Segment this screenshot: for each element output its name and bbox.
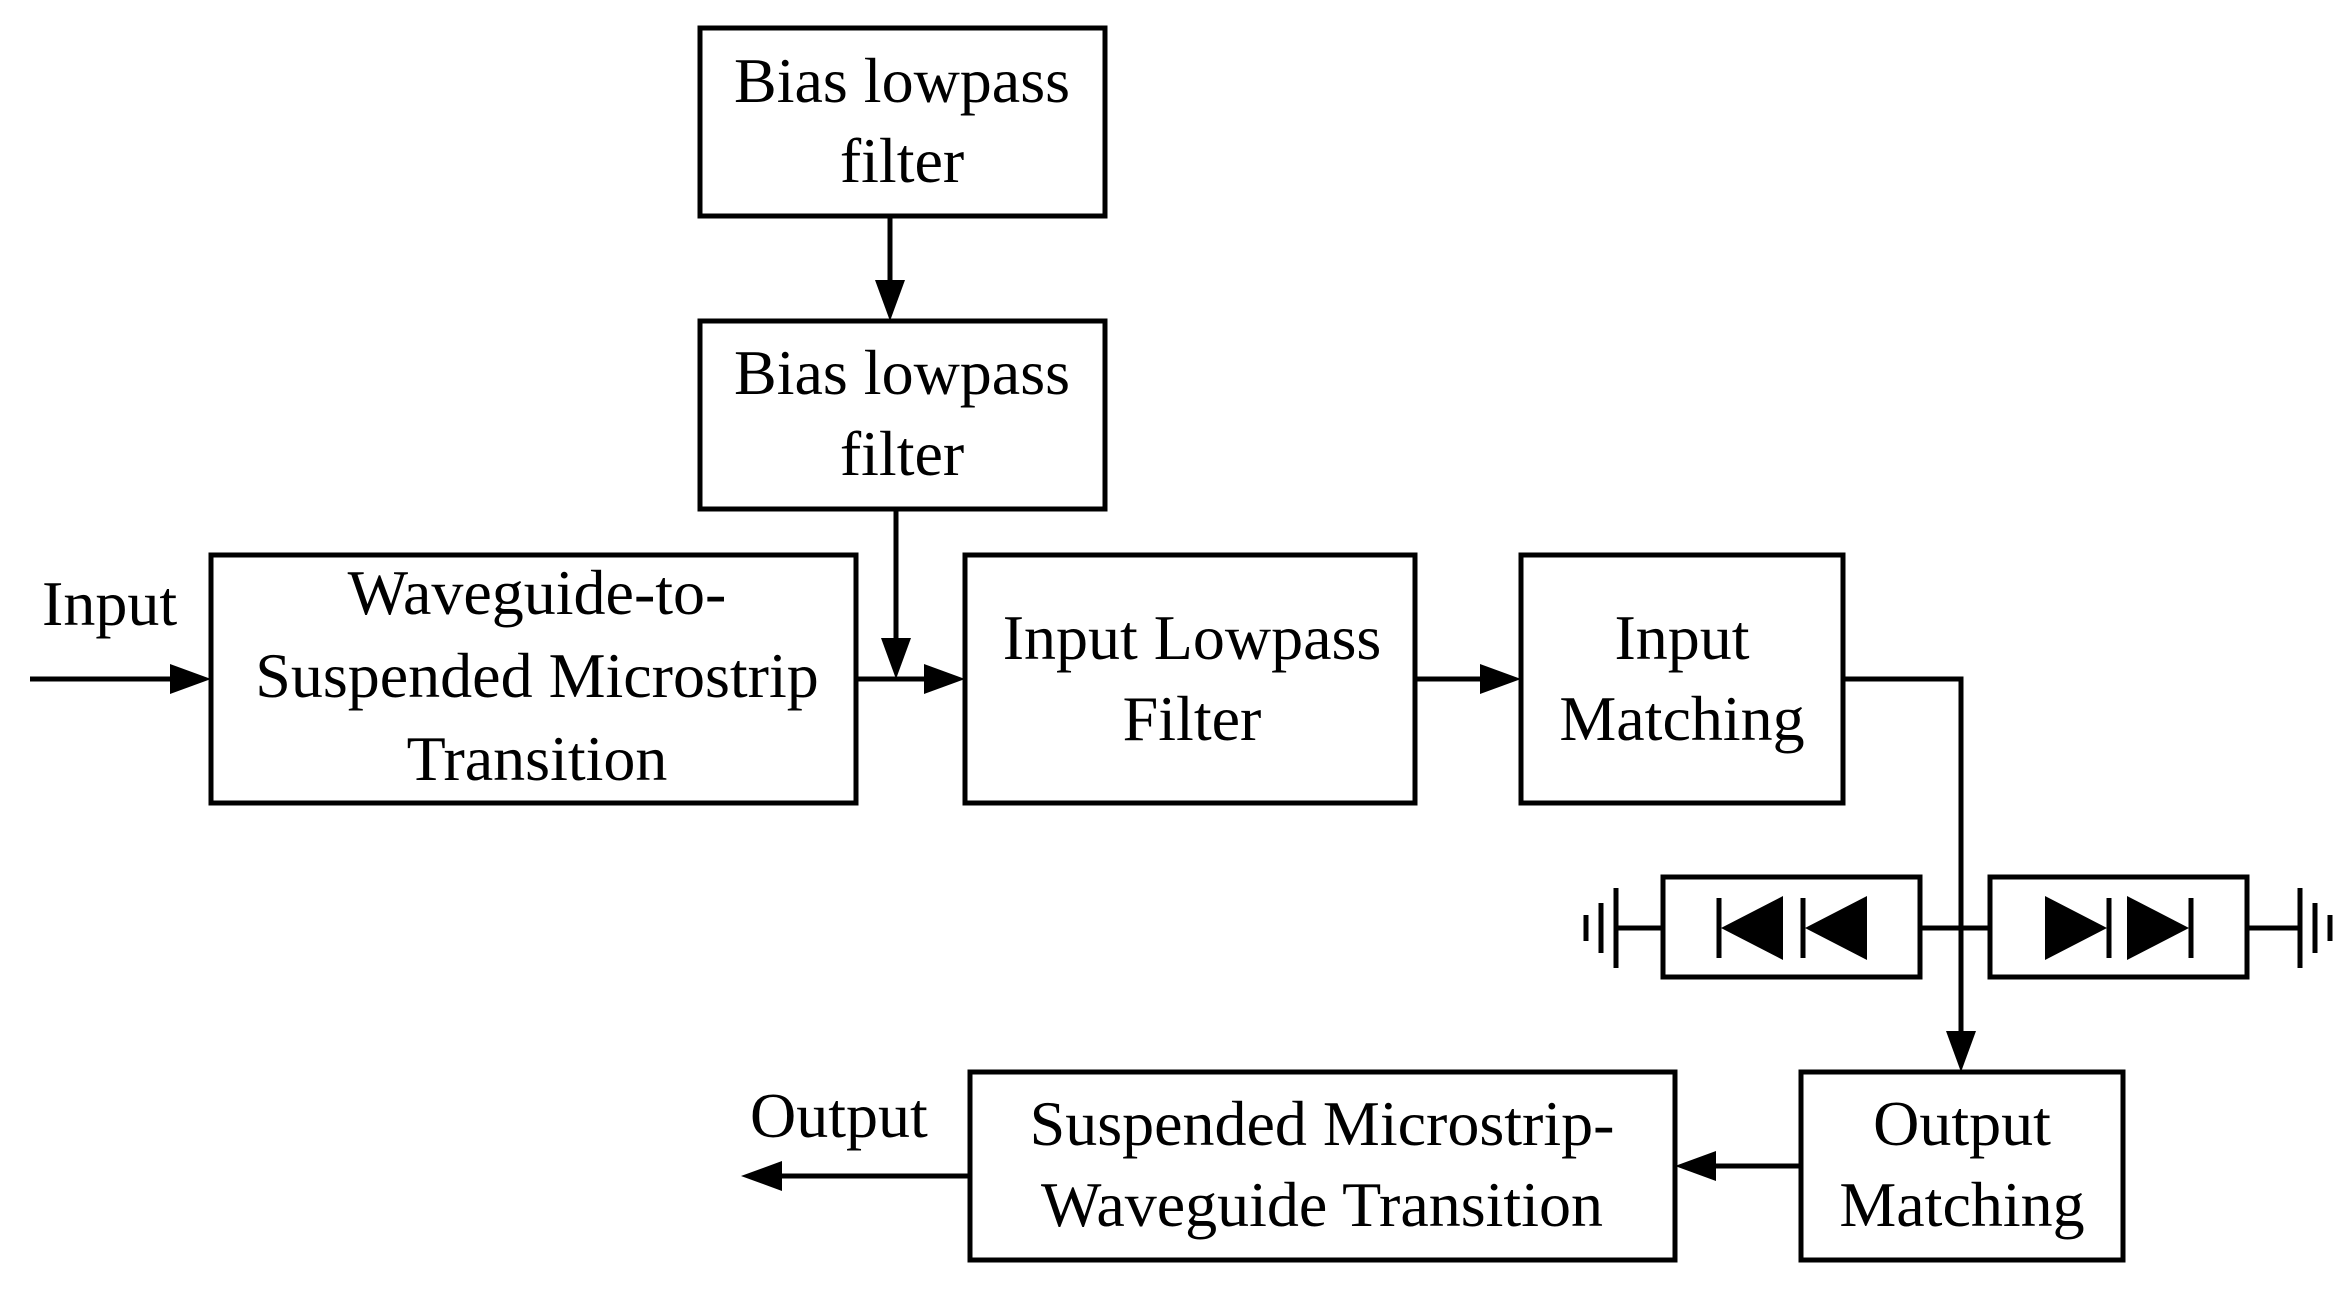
waveguide-transition-line-2: Suspended Microstrip [255,640,819,711]
diode-icon [2045,896,2112,960]
bias-lowpass-filter-top-block: Bias lowpass filter [697,25,1108,219]
bias-filter-bottom-line-2: filter [840,418,964,489]
diode-icon [2127,896,2194,960]
output-matching-line-2: Matching [1839,1169,2084,1240]
bias-filter-top-line-1: Bias lowpass [734,45,1070,116]
bias-to-bias-arrow [875,216,905,321]
bias-lowpass-filter-bottom-block: Bias lowpass filter [697,318,1108,512]
output-transition-line-2: Waveguide Transition [1041,1169,1603,1240]
input-matching-block: Input Matching [1518,552,1846,806]
output-arrow [741,1161,970,1191]
input-lowpass-filter-block: Input Lowpass Filter [962,552,1418,806]
input-port-label: Input [42,568,177,639]
diode-icon [1716,896,1783,960]
input-arrow [30,664,211,694]
bias-filter-top-line-2: filter [840,125,964,196]
matching-to-output-matching-arrow [1843,676,1976,1072]
right-antiparallel-diode-pair [1987,874,2250,980]
waveguide-transition-line-3: Transition [407,723,668,794]
input-matching-line-1: Input [1614,602,1749,673]
output-port-label: Output [750,1080,928,1151]
diode-icon [1800,896,1867,960]
bias-filter-bottom-line-1: Bias lowpass [734,337,1070,408]
left-ground-icon [1583,888,1619,968]
input-matching-line-2: Matching [1559,683,1804,754]
right-ground-icon [2297,888,2333,968]
waveguide-transition-line-1: Waveguide-to- [348,557,727,628]
diode-network [1583,874,2333,980]
waveguide-to-microstrip-transition-block: Waveguide-to- Suspended Microstrip Trans… [208,552,859,806]
left-antiparallel-diode-pair [1660,874,1923,980]
bias-to-signal-arrow [881,509,911,679]
microstrip-to-waveguide-transition-block: Suspended Microstrip- Waveguide Transiti… [967,1069,1678,1263]
transition-to-lowpass-arrow [856,664,965,694]
output-matching-block: Output Matching [1798,1069,2126,1263]
output-matching-line-1: Output [1873,1088,2051,1159]
output-matching-to-transition-arrow [1675,1151,1801,1181]
output-transition-line-1: Suspended Microstrip- [1030,1088,1615,1159]
input-lowpass-line-2: Filter [1123,683,1262,754]
input-lowpass-line-1: Input Lowpass [1003,602,1382,673]
lowpass-to-matching-arrow [1415,664,1521,694]
